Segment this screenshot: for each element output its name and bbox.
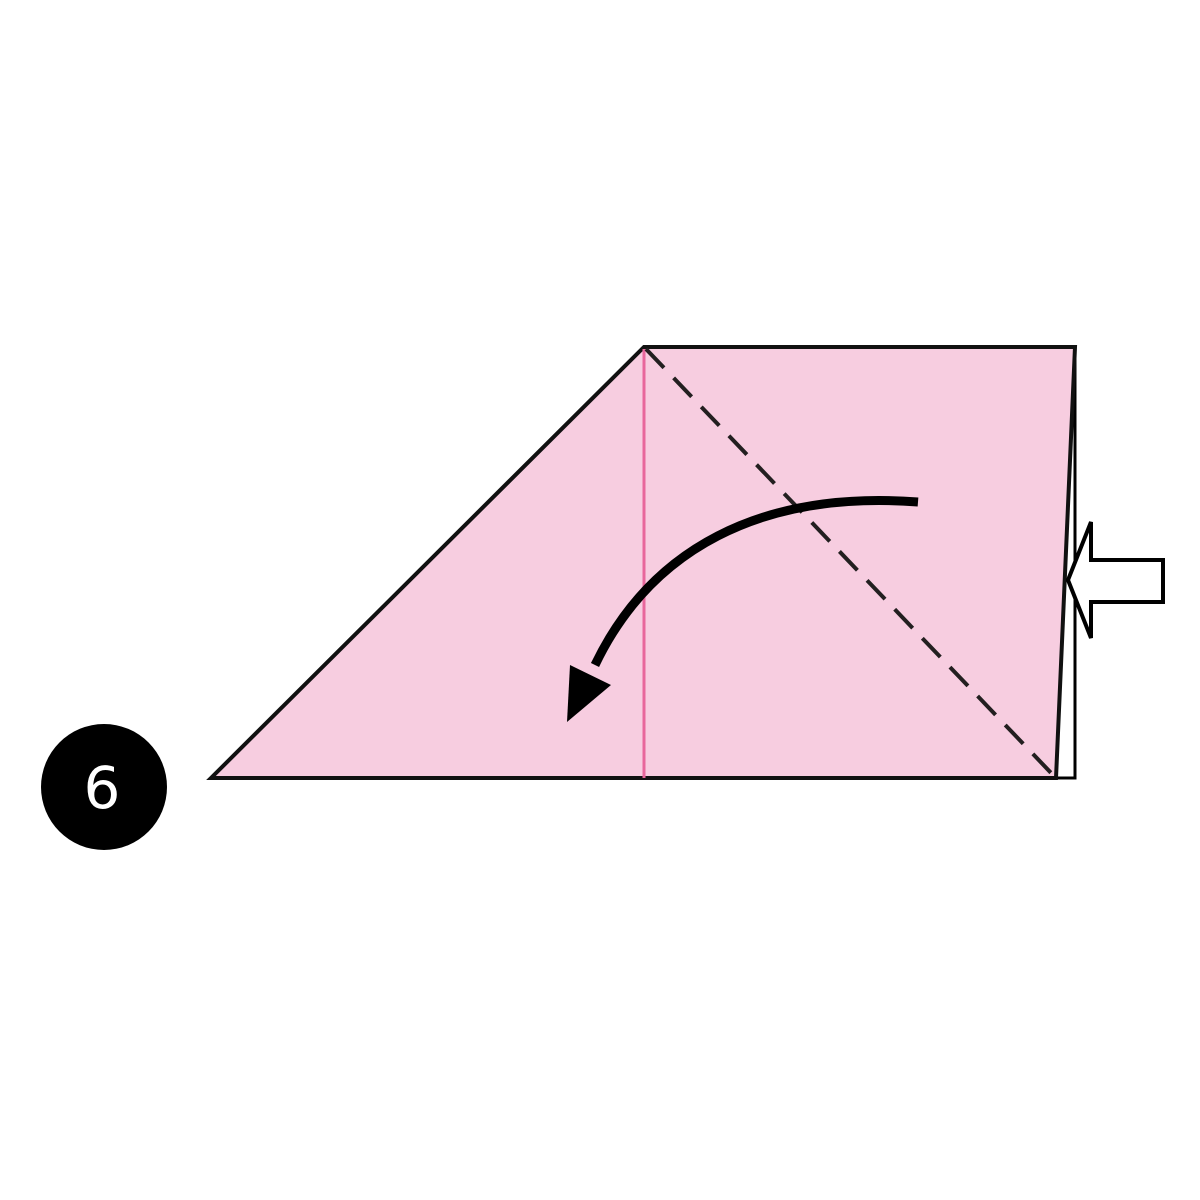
step-number-badge: 6: [41, 724, 167, 850]
valley-fold-line: [644, 347, 1056, 778]
step-badge-circle: [41, 724, 167, 850]
hollow-push-arrow-icon: [1065, 521, 1165, 639]
step-number: 6: [84, 754, 121, 822]
curved-fold-arrow-icon: [567, 496, 919, 722]
